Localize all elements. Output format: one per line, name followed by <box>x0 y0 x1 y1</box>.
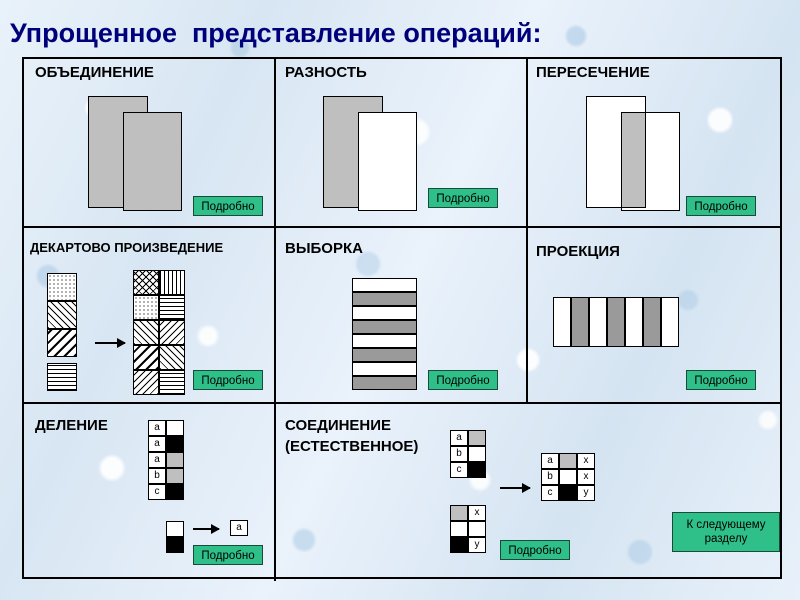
details-button-division[interactable]: Подробно <box>193 545 263 565</box>
details-button-difference[interactable]: Подробно <box>428 188 498 208</box>
cell-title-union: ОБЪЕДИНЕНИЕ <box>35 64 154 81</box>
division-value-1 <box>166 420 184 436</box>
next-section-line1: К следующему <box>686 519 766 531</box>
cell-title-cartesian-product: ДЕКАРТОВО ПРОИЗВЕДЕНИЕ <box>30 240 224 255</box>
join-left-label-2: b <box>450 446 468 462</box>
cartesian-left-cell-2 <box>47 301 77 329</box>
cartesian-right-cell-5a <box>133 370 159 395</box>
cell-title-division: ДЕЛЕНИЕ <box>35 417 108 434</box>
cartesian-right-cell-4a <box>133 345 159 370</box>
details-button-join[interactable]: Подробно <box>500 540 570 560</box>
projection-band-3 <box>589 297 607 347</box>
division-value-3 <box>166 452 184 468</box>
selection-stripe-4 <box>352 320 417 334</box>
cartesian-right-cell-2b <box>159 295 185 320</box>
division-label-5: c <box>148 484 166 500</box>
row-divider-1 <box>22 226 782 228</box>
details-button-union[interactable]: Подробно <box>193 196 263 216</box>
cartesian-left-cell-3 <box>47 329 77 357</box>
join-mid-label-1: x <box>468 505 486 521</box>
selection-stripe-7 <box>352 362 417 376</box>
cartesian-right-cell-1a <box>133 270 159 295</box>
cartesian-left-cell-4 <box>47 363 77 391</box>
division-value-4 <box>166 468 184 484</box>
cartesian-right-cell-5b <box>159 370 185 395</box>
selection-stripe-5 <box>352 334 417 348</box>
join-mid-label-2: y <box>468 537 486 553</box>
selection-stripe-3 <box>352 306 417 320</box>
projection-band-7 <box>661 297 679 347</box>
join-result-left-3: c <box>541 485 559 501</box>
join-result-mid-3 <box>559 485 577 501</box>
details-button-cartesian-product[interactable]: Подробно <box>193 370 263 390</box>
join-mid-spacer <box>468 521 486 537</box>
cartesian-right-cell-3b <box>159 320 185 345</box>
join-arrow <box>500 483 531 493</box>
projection-band-2 <box>571 297 589 347</box>
page-title: Упрощенное представление операций: <box>10 18 542 48</box>
cartesian-right-cell-3a <box>133 320 159 345</box>
selection-stripe-2 <box>352 292 417 306</box>
division-divisor-1 <box>166 521 184 537</box>
cell-title-selection: ВЫБОРКА <box>285 240 363 257</box>
details-button-intersection[interactable]: Подробно <box>686 196 756 216</box>
division-label-4: b <box>148 468 166 484</box>
cell-title-projection: ПРОЕКЦИЯ <box>536 243 620 260</box>
details-button-projection[interactable]: Подробно <box>686 370 756 390</box>
division-arrow <box>193 524 220 534</box>
cartesian-right-cell-1b <box>159 270 185 295</box>
cell-title-difference: РАЗНОСТЬ <box>285 64 367 81</box>
cell-title-join-2: (ЕСТЕСТВЕННОЕ) <box>285 438 419 455</box>
projection-band-5 <box>625 297 643 347</box>
cartesian-right-cell-4b <box>159 345 185 370</box>
cell-title-intersection: ПЕРЕСЕЧЕНИЕ <box>536 64 650 81</box>
operations-table <box>22 57 782 581</box>
join-result-right-1: x <box>577 453 595 469</box>
col-divider-2 <box>526 57 528 402</box>
cartesian-right-cell-2a <box>133 295 159 320</box>
details-button-selection[interactable]: Подробно <box>428 370 498 390</box>
join-mid-value-1 <box>450 505 468 521</box>
next-section-button[interactable]: К следующему разделу <box>672 512 780 552</box>
division-label-1: a <box>148 420 166 436</box>
selection-stripe-1 <box>352 278 417 292</box>
join-left-value-1 <box>468 430 486 446</box>
join-result-mid-2 <box>559 469 577 485</box>
cartesian-left-cell-1 <box>47 273 77 301</box>
intersection-overlap <box>621 112 646 208</box>
division-value-2 <box>166 436 184 452</box>
join-result-right-3: y <box>577 485 595 501</box>
join-left-label-3: c <box>450 462 468 478</box>
selection-stripe-6 <box>352 348 417 362</box>
row-divider-2 <box>22 402 782 404</box>
cell-title-join: СОЕДИНЕНИЕ <box>285 417 392 434</box>
difference-shape-b <box>358 112 417 211</box>
join-left-label-1: a <box>450 430 468 446</box>
projection-band-1 <box>553 297 571 347</box>
join-result-right-2: x <box>577 469 595 485</box>
union-shape-b <box>123 112 182 211</box>
projection-band-6 <box>643 297 661 347</box>
selection-stripe-8 <box>352 376 417 390</box>
next-section-line2: разделу <box>704 533 748 545</box>
join-left-value-2 <box>468 446 486 462</box>
division-label-3: a <box>148 452 166 468</box>
join-result-left-1: a <box>541 453 559 469</box>
join-mid-value-2 <box>450 521 468 537</box>
col-divider-3 <box>274 402 276 581</box>
division-result: a <box>230 520 248 536</box>
join-result-left-2: b <box>541 469 559 485</box>
division-label-2: a <box>148 436 166 452</box>
join-result-mid-1 <box>559 453 577 469</box>
division-value-5 <box>166 484 184 500</box>
join-left-value-3 <box>468 462 486 478</box>
col-divider-1 <box>274 57 276 402</box>
join-mid-value-3 <box>450 537 468 553</box>
projection-band-4 <box>607 297 625 347</box>
division-divisor-2 <box>166 537 184 553</box>
cartesian-arrow <box>95 338 126 348</box>
